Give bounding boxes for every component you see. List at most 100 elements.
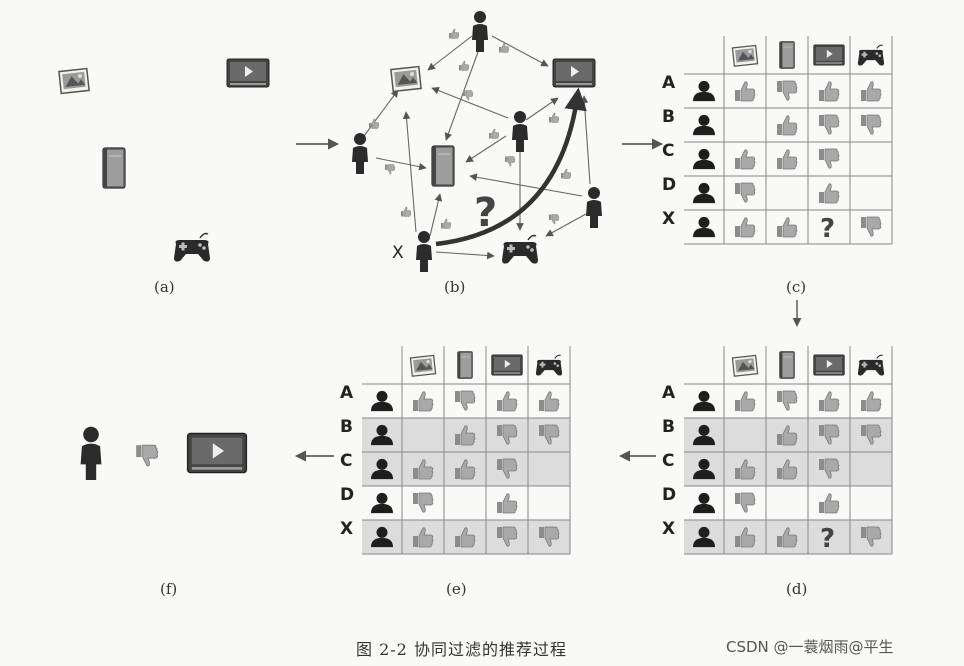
row-label: A	[340, 383, 354, 403]
user-icon	[371, 492, 393, 514]
row-label: D	[340, 485, 354, 505]
thumbs-up-icon	[496, 493, 518, 514]
unknown-rating: ?	[820, 524, 835, 554]
book-icon	[457, 351, 473, 379]
thumbs-up-icon	[538, 391, 560, 412]
edge	[469, 173, 583, 197]
user-x-icon	[416, 231, 432, 272]
user-icon	[512, 111, 528, 152]
row-label: B	[340, 417, 353, 437]
unknown-rating: ?	[820, 214, 835, 244]
thumbs-down-icon	[860, 114, 882, 135]
edge	[431, 86, 509, 119]
thumbs-up-icon	[860, 81, 882, 102]
thumbs-up-icon	[734, 149, 756, 170]
thumbs-up-icon	[860, 391, 882, 412]
user-icon	[352, 133, 368, 174]
edge	[375, 157, 427, 171]
row-label: A	[662, 73, 676, 93]
thumbs-up-icon	[458, 60, 470, 71]
edge	[525, 97, 559, 121]
figure-caption: 图 2-2 协同过滤的推荐过程	[356, 640, 567, 659]
panel-label-d: (d)	[786, 580, 807, 598]
thumbs-up-icon	[818, 81, 840, 102]
panel-label-a: (a)	[154, 278, 175, 296]
thumbs-up-icon	[400, 206, 412, 217]
row-label: X	[662, 519, 675, 539]
book-icon	[779, 41, 795, 69]
user-icon	[693, 182, 715, 204]
thumbs-down-icon	[548, 214, 560, 225]
edge	[444, 51, 479, 141]
user-icon	[693, 390, 715, 412]
thumbs-up-icon	[448, 28, 460, 39]
video-icon	[813, 44, 845, 66]
gamepad-icon	[857, 44, 885, 67]
thumbs-up-icon	[776, 149, 798, 170]
thumbs-down-icon	[860, 216, 882, 237]
user-icon	[693, 114, 715, 136]
edge	[580, 95, 591, 185]
row-label: X	[340, 519, 353, 539]
panel-label-e: (e)	[446, 580, 467, 598]
thumbs-down-icon	[454, 390, 476, 411]
thumbs-up-icon	[548, 112, 560, 123]
panel-a: (a)	[58, 58, 270, 296]
thumbs-up-icon	[818, 183, 840, 204]
photo-icon	[409, 354, 437, 377]
edge	[429, 193, 443, 237]
recommendation-arrow	[435, 87, 587, 247]
edge	[427, 35, 473, 71]
row-label: A	[662, 383, 676, 403]
thumbs-up-icon	[412, 391, 434, 412]
thumbs-up-icon	[496, 391, 518, 412]
video-icon	[491, 354, 523, 376]
video-icon	[552, 58, 596, 88]
thumbs-up-icon	[776, 217, 798, 238]
thumbs-down-icon	[776, 390, 798, 411]
thumbs-up-icon	[560, 168, 572, 179]
thumbs-up-icon	[488, 128, 500, 139]
thumbs-down-icon	[504, 156, 516, 167]
row-label: C	[662, 141, 674, 161]
edge	[491, 35, 549, 67]
gamepad-icon	[535, 354, 563, 377]
book-icon	[102, 147, 126, 189]
photo-icon	[58, 67, 90, 95]
photo-icon	[731, 44, 759, 67]
thumbs-up-icon	[734, 81, 756, 102]
video-icon	[186, 432, 248, 474]
user-icon	[472, 11, 488, 52]
thumbs-up-icon	[818, 391, 840, 412]
gamepad-icon	[501, 234, 539, 265]
user-x-icon	[80, 426, 102, 480]
thumbs-up-icon	[734, 217, 756, 238]
row-label: C	[340, 451, 352, 471]
panel-b: ? X (b)	[352, 11, 602, 296]
thumbs-down-icon	[734, 182, 756, 203]
gamepad-icon	[857, 354, 885, 377]
thumbs-up-icon	[440, 218, 452, 229]
panel-label-c: (c)	[786, 278, 806, 296]
thumbs-up-icon	[818, 493, 840, 514]
thumbs-up-icon	[734, 391, 756, 412]
panel-label-b: (b)	[444, 278, 465, 296]
thumbs-up-icon	[368, 118, 380, 129]
video-icon	[813, 354, 845, 376]
thumbs-down-icon	[734, 492, 756, 513]
user-icon	[693, 492, 715, 514]
row-label: B	[662, 107, 675, 127]
thumbs-down-icon	[818, 148, 840, 169]
panel-f: (f)	[80, 426, 248, 598]
thumbs-down-icon	[818, 114, 840, 135]
photo-icon	[390, 65, 422, 93]
thumbs-down-icon	[462, 90, 474, 101]
panel-label-f: (f)	[160, 580, 177, 598]
thumbs-down-icon	[384, 164, 396, 175]
thumbs-down-icon	[776, 80, 798, 101]
gamepad-icon	[173, 232, 211, 263]
